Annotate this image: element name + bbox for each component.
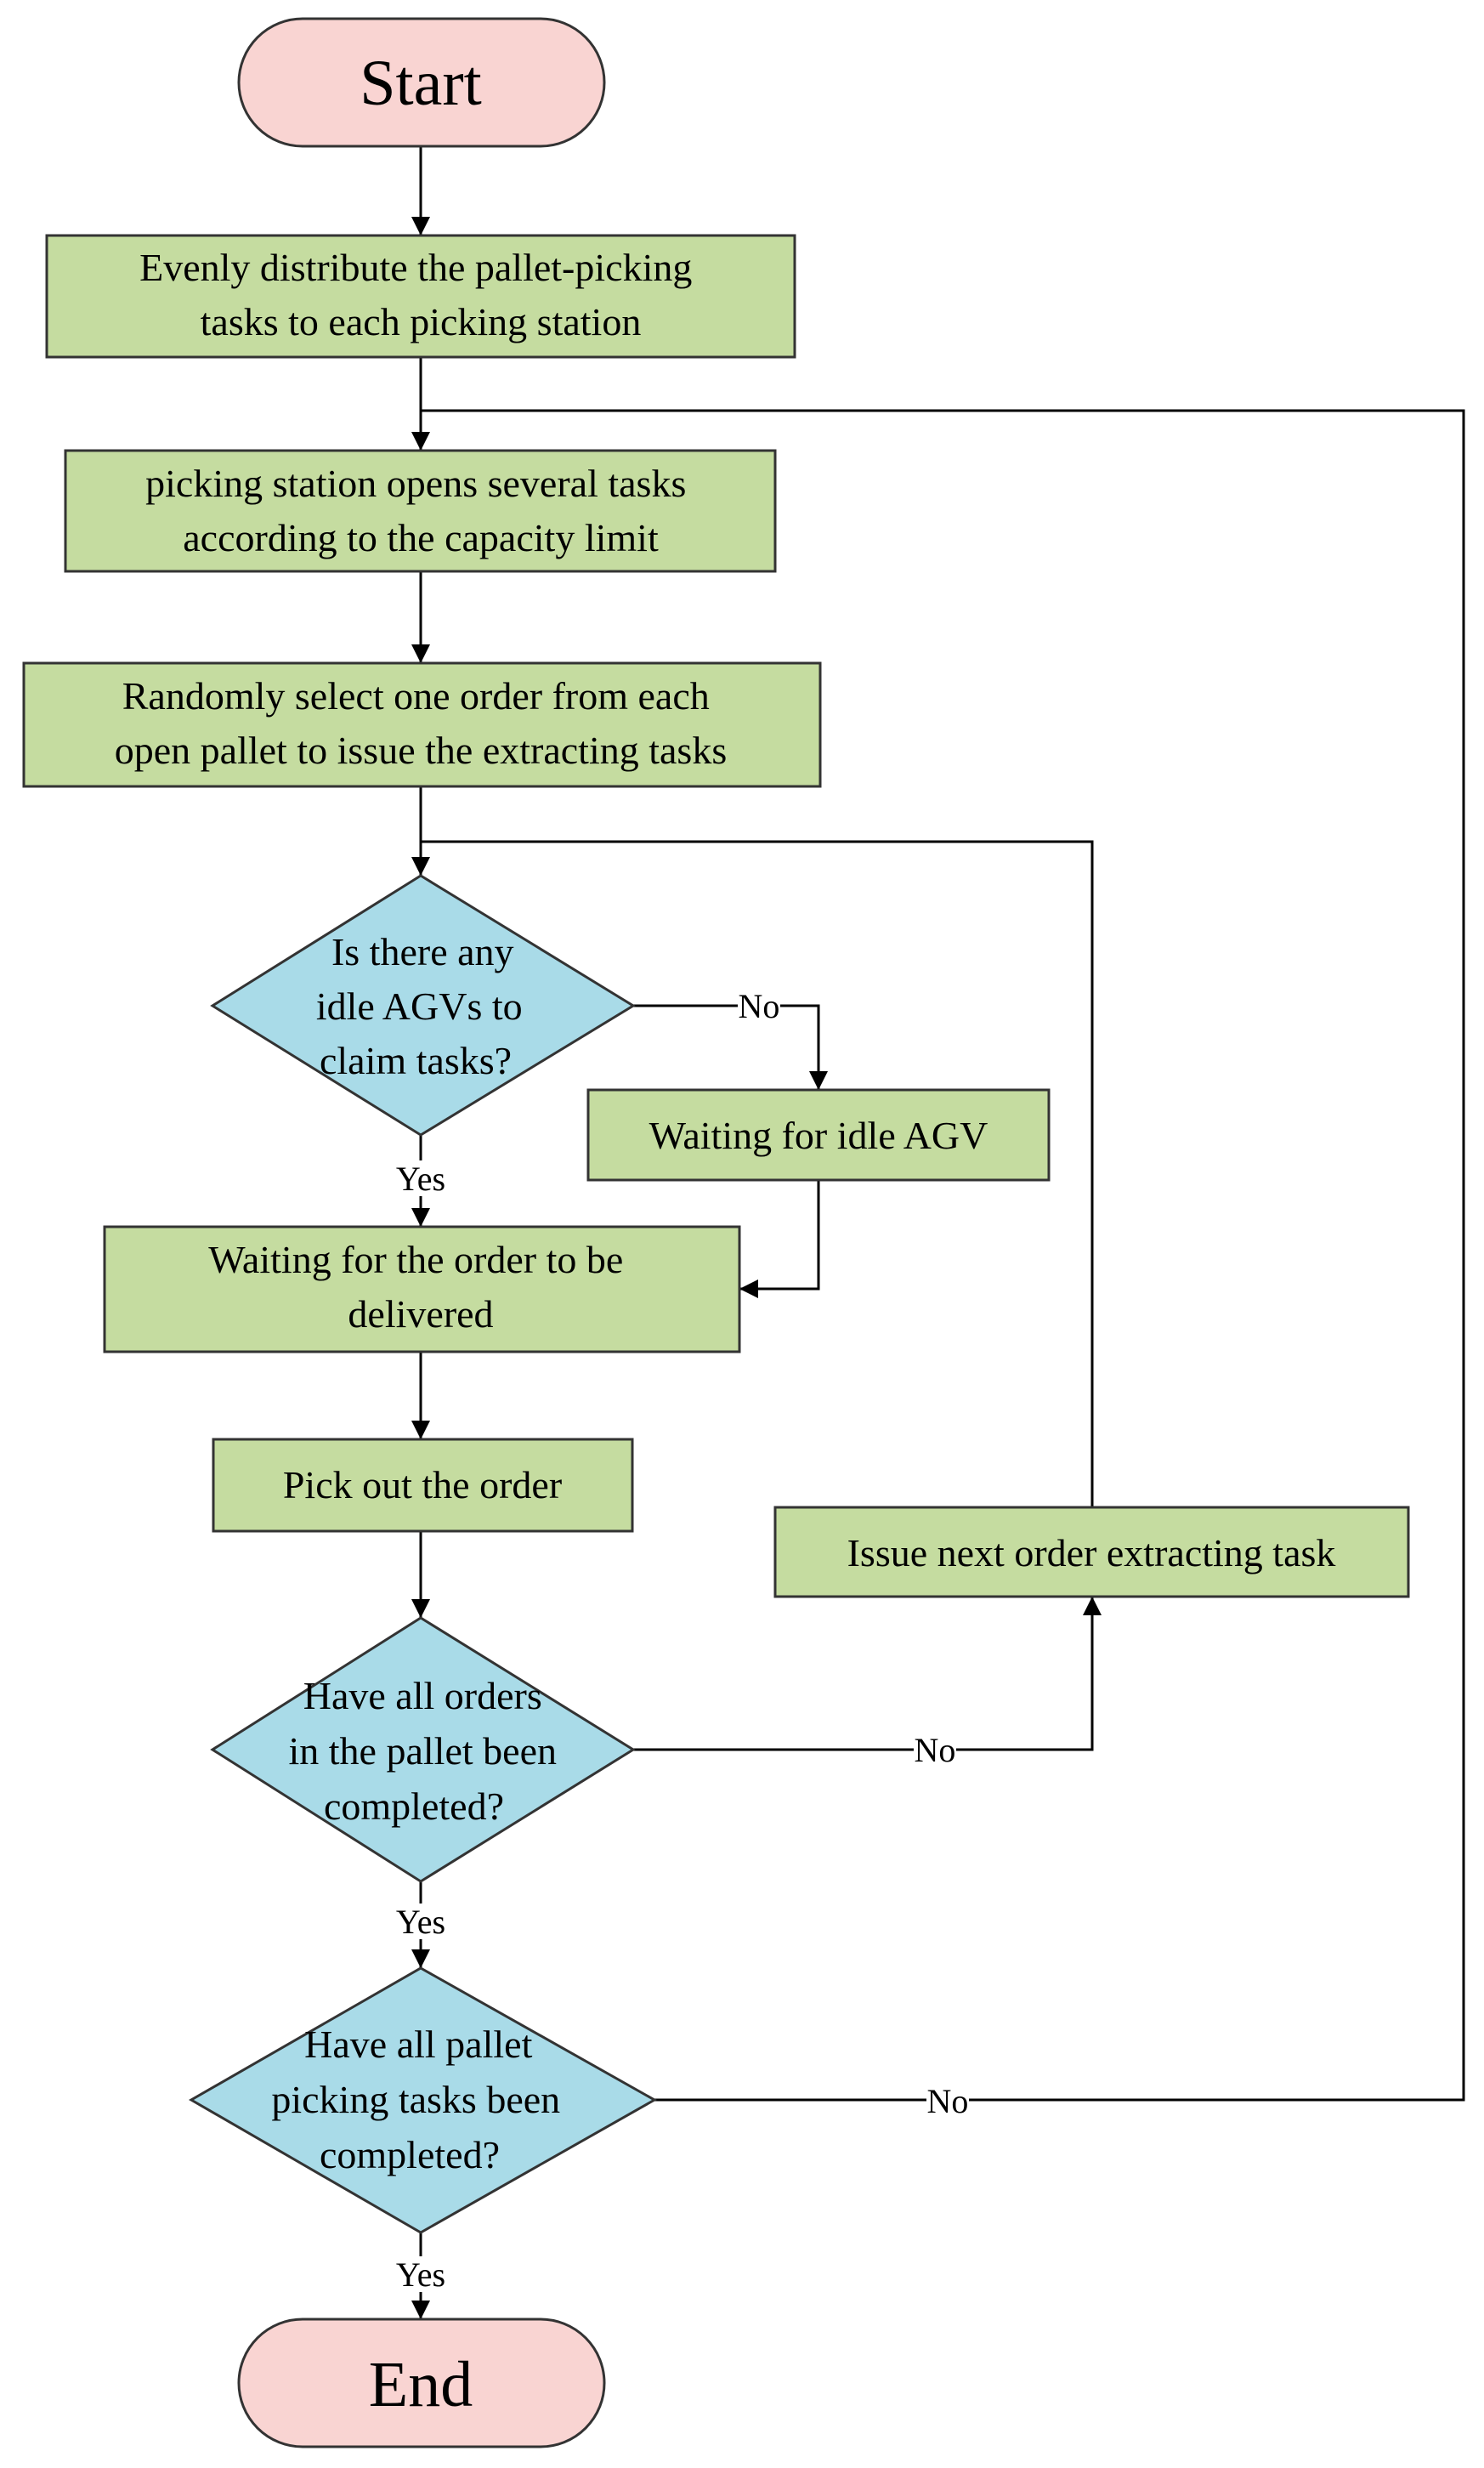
process-pick-out: Pick out the order [212,1438,634,1533]
process-wait-idle-agv-text: Waiting for idle AGV [649,1114,988,1157]
decision-idle-agv: Is there any idle AGVs to claim tasks? [210,874,636,1137]
arrow-issue-next-loop-back [421,840,1094,1507]
decision-orders-completed-text: Have all orders in the pallet been compl… [289,1674,567,1828]
decision-pallet-tasks-completed-text: Have all pallet picking tasks been compl… [271,2023,569,2176]
process-open-tasks: picking station opens several tasks acco… [64,449,777,573]
process-issue-next-text: Issue next order extracting task [847,1531,1336,1574]
arrow-pallet-no-loop-back [421,409,1465,2102]
process-open-tasks-text: picking station opens several tasks acco… [145,462,696,559]
connector-labels: No Yes No Yes No Yes [389,987,969,2294]
arrow-orders-no-to-issue-next [633,1597,1102,1751]
label-orders-yes: Yes [396,1903,445,1941]
label-idle-yes: Yes [396,1160,445,1198]
start-terminal: Start [237,17,606,148]
process-distribute-text: Evenly distribute the pallet-picking tas… [139,246,702,343]
arrow-wait-agv-to-wait-delivered [739,1180,820,1298]
end-terminal: End [237,2318,606,2448]
label-pallet-no: No [927,2082,969,2120]
end-label: End [369,2349,473,2420]
process-pick-out-text: Pick out the order [283,1463,562,1506]
label-orders-no: No [915,1731,956,1769]
process-select-order: Randomly select one order from each open… [22,661,822,788]
process-wait-idle-agv: Waiting for idle AGV [586,1088,1051,1182]
label-pallet-yes: Yes [396,2255,445,2294]
process-wait-delivered-text: Waiting for the order to be delivered [208,1238,633,1336]
process-wait-delivered: Waiting for the order to be delivered [103,1225,741,1353]
process-select-order-text: Randomly select one order from each open… [115,674,727,772]
process-distribute: Evenly distribute the pallet-picking tas… [45,234,796,359]
start-label: Start [360,48,482,119]
decision-orders-completed: Have all orders in the pallet been compl… [210,1616,636,1883]
process-issue-next: Issue next order extracting task [773,1506,1410,1598]
label-idle-no: No [739,987,780,1025]
arrow-idle-no-to-wait-agv [633,1004,828,1090]
decision-idle-agv-text: Is there any idle AGVs to claim tasks? [316,930,532,1082]
decision-pallet-tasks-completed: Have all pallet picking tasks been compl… [188,1966,658,2234]
